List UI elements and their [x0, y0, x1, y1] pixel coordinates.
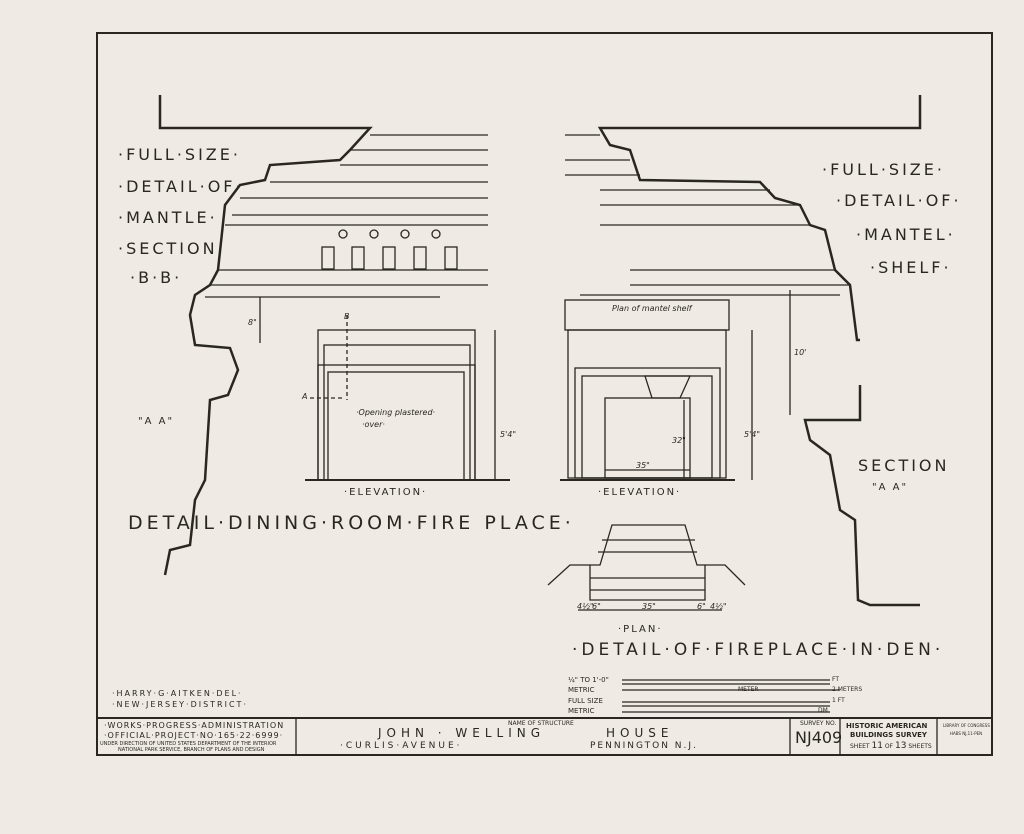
- plan-dim-2: 6": [592, 602, 601, 611]
- loc-line-1: LIBRARY OF CONGRESS: [943, 723, 990, 728]
- mantel-shelf-profile: [597, 95, 922, 607]
- scale-unit-meter: METER: [738, 686, 759, 693]
- name-of-structure-label: NAME OF STRUCTURE: [508, 720, 574, 727]
- scale-label-4: METRIC: [568, 707, 595, 715]
- loc-line-2: HABS NJ,11-PEN: [950, 731, 983, 736]
- den-total-dim: 10': [794, 348, 807, 357]
- right-title-line-4: ·SHELF·: [870, 258, 952, 277]
- plan-dim-4: 6": [697, 602, 706, 611]
- direction-line-2: NATIONAL PARK SERVICE, BRANCH OF PLANS A…: [118, 747, 265, 753]
- plan-dim-1: 4½": [577, 602, 594, 611]
- city-state: PENNINGTON N.J.: [590, 741, 698, 751]
- left-title-line-4: ·SECTION·: [118, 239, 226, 258]
- dining-note-1: ·Opening plastered·: [356, 408, 436, 417]
- of-word: OF: [884, 743, 894, 750]
- dining-height-dim: 5'4": [500, 430, 517, 439]
- plan-dim-3: 35": [642, 602, 656, 611]
- den-plan-label: ·PLAN·: [618, 624, 663, 635]
- mantle-section-profile: [158, 95, 373, 576]
- survey-number: NJ409: [795, 728, 843, 747]
- scale-unit-2m: 2 METERS: [832, 686, 863, 693]
- left-title-line-3: ·MANTLE·: [118, 208, 218, 227]
- dining-elevation-label: ·ELEVATION·: [344, 487, 428, 498]
- plan-dim-5: 4½": [710, 602, 727, 611]
- structure-name-house: HOUSE: [606, 726, 674, 740]
- scale-label-3: FULL SIZE: [568, 697, 603, 705]
- section-right-label: "A A": [872, 482, 909, 493]
- dining-fireplace-elevation: [259, 297, 510, 481]
- den-opening-height-dim: 32": [672, 436, 686, 445]
- street-address: ·CURLIS·AVENUE·: [340, 741, 463, 751]
- den-elevation-label: ·ELEVATION·: [598, 487, 682, 498]
- left-title-line-5: ·B·B·: [130, 268, 183, 287]
- dentil-ornament: [321, 229, 458, 270]
- direction-line-1: UNDER DIRECTION OF UNITED STATES DEPARTM…: [100, 741, 277, 747]
- right-title-line-1: ·FULL·SIZE·: [822, 160, 945, 179]
- sheets-word: SHEETS: [908, 743, 932, 750]
- sheet-number: 11: [871, 741, 883, 751]
- right-title-line-3: ·MANTEL·: [856, 225, 956, 244]
- scale-label-1: ¼" TO 1'-0": [568, 676, 609, 684]
- left-title-line-1: ·FULL·SIZE·: [118, 145, 241, 164]
- dining-top-dim: 8": [248, 318, 257, 327]
- scale-label-2: METRIC: [568, 686, 595, 694]
- sheet-total: 13: [894, 741, 907, 751]
- section-marker-a: A: [302, 392, 308, 401]
- den-opening-width-dim: 35": [636, 461, 650, 470]
- section-aa-left-label: "A A": [138, 416, 175, 427]
- scale-unit-dm: DM: [818, 707, 828, 714]
- left-title-line-2: ·DETAIL·OF·: [118, 177, 244, 196]
- den-title: ·DETAIL·OF·FIREPLACE·IN·DEN·: [572, 640, 945, 660]
- habs-line-1: HISTORIC AMERICAN: [846, 722, 928, 730]
- den-fireplace-plan: [547, 524, 746, 611]
- den-height-dim: 5'4": [744, 430, 761, 439]
- delineator-credit: ·HARRY·G·AITKEN·DEL·: [112, 689, 243, 698]
- wpa-label: ·WORKS·PROGRESS·ADMINISTRATION: [104, 721, 285, 730]
- sheet-word: SHEET: [850, 743, 870, 750]
- survey-number-label: SURVEY NO.: [800, 720, 837, 727]
- dining-note-2: ·over·: [362, 420, 385, 429]
- sheet-border: [96, 32, 993, 756]
- den-fireplace-elevation: [560, 290, 791, 481]
- den-shelf-note: Plan of mantel shelf: [612, 304, 692, 313]
- structure-name: JOHN · WELLING: [378, 726, 546, 740]
- right-title-line-2: ·DETAIL·OF·: [836, 191, 962, 210]
- scale-unit-1ft: 1 FT: [832, 697, 845, 704]
- scale-unit-ft: FT: [832, 676, 840, 683]
- project-number: ·OFFICIAL·PROJECT·NO·165·22·6999·: [104, 731, 284, 740]
- district-credit: ·NEW·JERSEY·DISTRICT·: [112, 700, 248, 709]
- section-right-title: SECTION: [858, 456, 950, 475]
- sheet-counter: SHEET 11 OF 13 SHEETS: [850, 741, 932, 751]
- section-marker-b: B: [344, 312, 350, 321]
- habs-line-2: BUILDINGS SURVEY: [850, 731, 927, 739]
- graphic-scales: [622, 679, 840, 713]
- dining-title: DETAIL·DINING·ROOM·FIRE PLACE·: [128, 512, 575, 534]
